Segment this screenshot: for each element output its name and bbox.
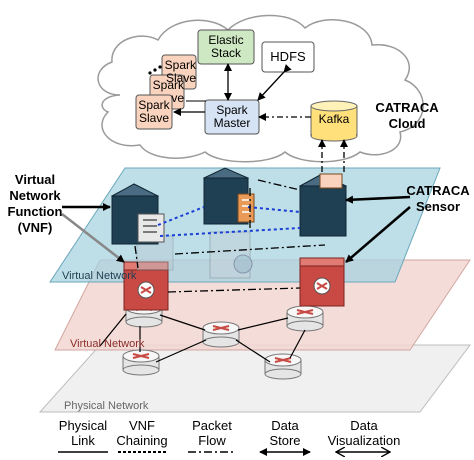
legend-packet-flow-label: Packet Flow: [192, 418, 232, 448]
kafka-label: Kafka: [318, 112, 350, 126]
legend-data-store-label: Data Store: [269, 418, 301, 448]
legend-data-viz-label: Data Visualization: [327, 418, 401, 448]
legend-vnf-chaining-label: VNF Chaining: [116, 418, 168, 448]
packet-flow-links: [134, 179, 326, 293]
hdfs-label: HDFS: [270, 49, 306, 64]
router-right: [286, 305, 324, 332]
virtual-network-mid-label: Virtual Network: [70, 338, 145, 350]
catraca-sensor-label: CATRACA Sensor: [406, 183, 470, 214]
red-server-right: [299, 257, 345, 307]
spark-slave-back-label: Spark Slave: [164, 58, 196, 85]
sensor-pointer-1: [345, 195, 411, 204]
router-bottom-left: [122, 349, 160, 376]
vnf-pointer-2: [61, 213, 125, 263]
vnf-label: Virtual Network Function (VNF): [7, 172, 63, 235]
legend-physical-link-label: Physical Link: [58, 418, 108, 448]
vnf-server-center: [202, 167, 255, 225]
virtual-network-top-label: Virtual Network: [62, 270, 137, 282]
catraca-cloud: [97, 14, 424, 163]
vnf-server-left: [110, 183, 165, 245]
elastic-stack-label: Elastic Stack: [208, 33, 244, 60]
spark-master-label: Spark Master: [213, 103, 251, 130]
red-server-left: [123, 261, 169, 311]
physical-links: [99, 313, 306, 363]
vnf-server-right: [298, 173, 348, 237]
kafka-cylinder: [310, 100, 358, 142]
spark-slave-front-label: Spark Slave: [138, 98, 170, 125]
physical-network-label: Physical Network: [64, 400, 149, 412]
ghost-server-center: [209, 231, 253, 279]
router-center: [202, 321, 240, 348]
spark-slave-front-box: [135, 94, 173, 130]
hdfs-master-link: [257, 64, 292, 101]
router-bottom-right: [264, 353, 302, 380]
sensor-pointer-2: [345, 206, 411, 263]
catraca-cloud-label: CATRACA Cloud: [375, 100, 439, 131]
vnf-chaining-links: [157, 206, 301, 237]
spark-slave-mid-label: Spark ve: [152, 78, 184, 105]
